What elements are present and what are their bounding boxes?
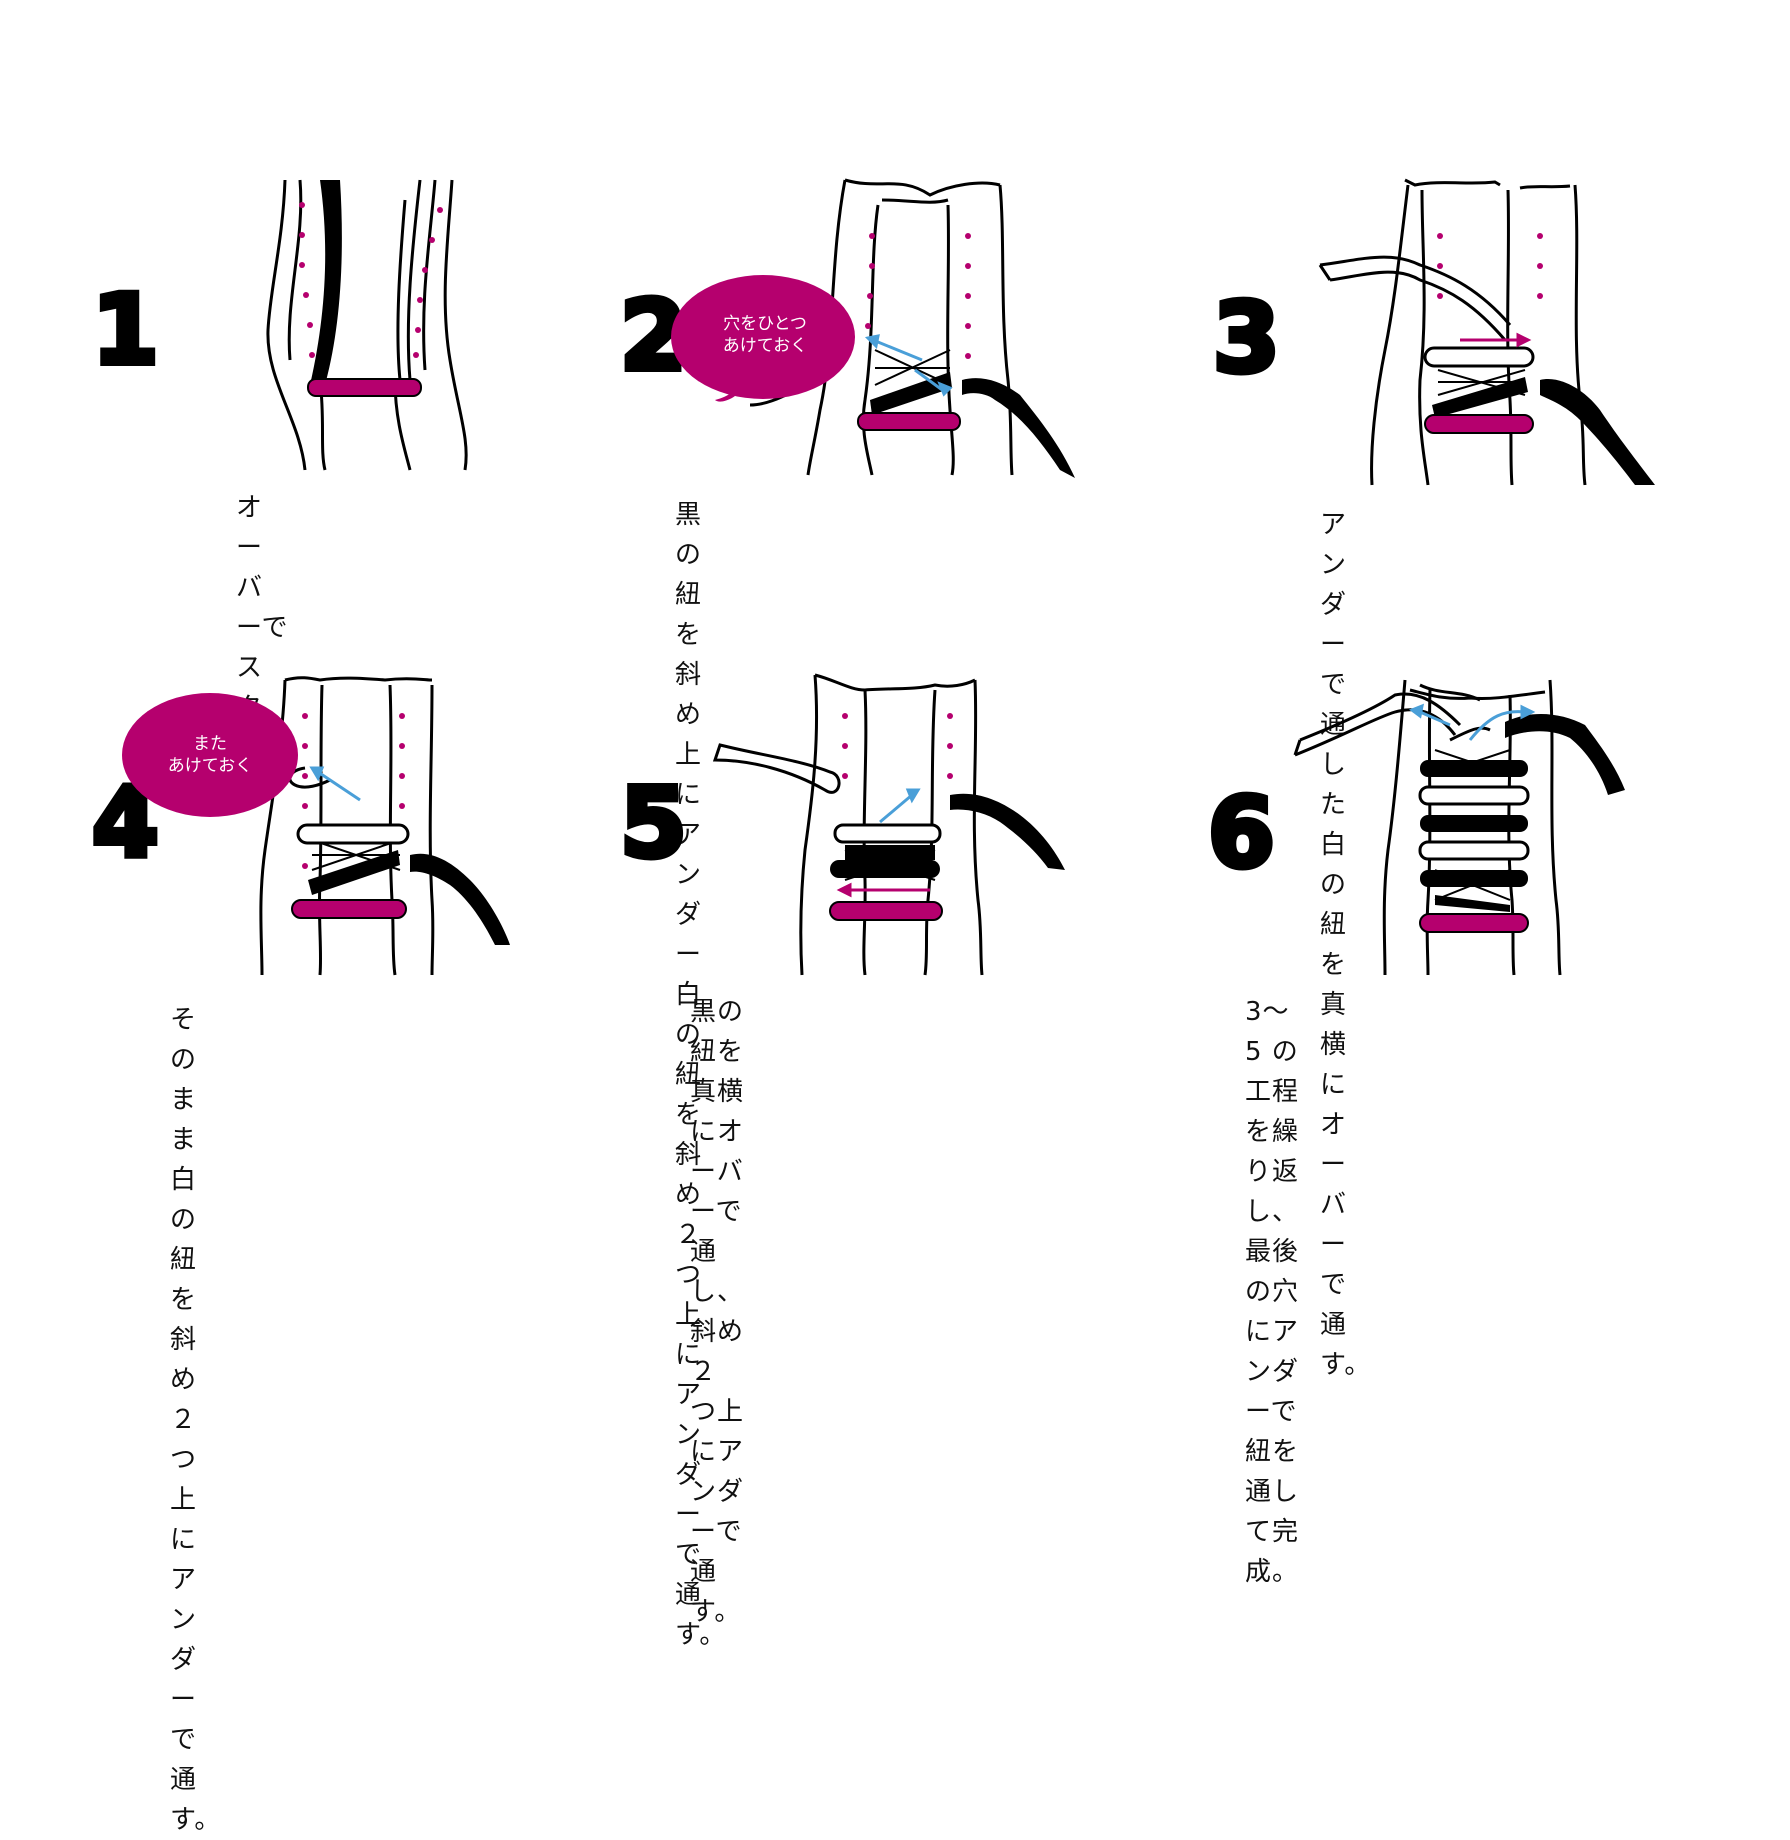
speech-bubble: また あけておく xyxy=(167,734,253,776)
step-6-illustration xyxy=(1293,679,1625,976)
step-number: 1 xyxy=(89,274,162,386)
step-1-illustration xyxy=(266,179,468,471)
step-3-illustration xyxy=(1318,178,1655,486)
step-5-illustration xyxy=(712,673,1065,976)
step-number: 6 xyxy=(1205,777,1278,889)
speech-bubble: 穴をひとつ あけておく xyxy=(722,314,808,356)
step-number: 5 xyxy=(617,767,690,879)
step-2-illustration xyxy=(671,178,1075,478)
step-4-illustration xyxy=(122,676,510,976)
step-caption: 3〜5 の工程を繰り返し、 最後の穴にアンダーで紐を通して完成。 xyxy=(1245,997,1300,1587)
step-number: 3 xyxy=(1210,282,1283,394)
